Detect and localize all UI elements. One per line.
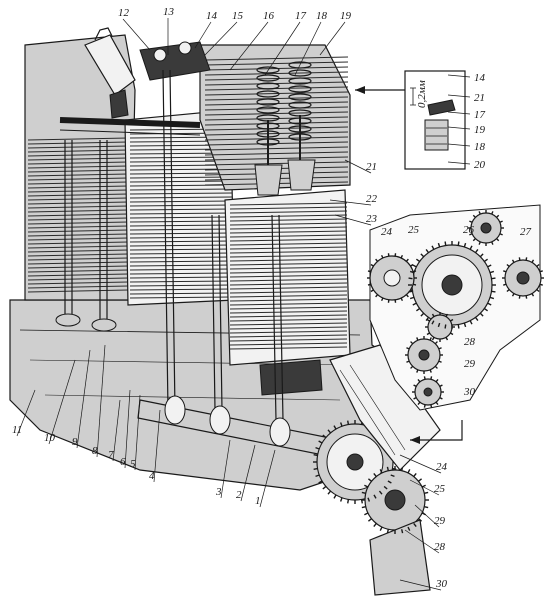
part-label-25: 25 xyxy=(434,483,446,495)
part-label-14: 14 xyxy=(206,10,218,22)
part-label-6: 6 xyxy=(120,456,126,468)
inset-top-label-18: 18 xyxy=(474,141,486,153)
inset-gear-label-29: 29 xyxy=(464,358,476,370)
part-label-15: 15 xyxy=(232,10,244,22)
part-label-22: 22 xyxy=(366,193,378,205)
part-label-5: 5 xyxy=(130,458,136,470)
inset-top-label-17: 17 xyxy=(474,109,486,121)
part-label-8: 8 xyxy=(92,445,98,457)
part-label-12: 12 xyxy=(118,7,130,19)
inset-arrow xyxy=(355,86,405,94)
inset-top-label-20: 20 xyxy=(474,159,486,171)
inset-top-label-19: 19 xyxy=(474,124,486,136)
part-label-24: 24 xyxy=(436,461,448,473)
part-label-4: 4 xyxy=(149,470,155,482)
part-label-17: 17 xyxy=(295,10,307,22)
part-label-9: 9 xyxy=(72,436,78,448)
part-label-19: 19 xyxy=(340,10,352,22)
inset-gear-label-28: 28 xyxy=(464,336,476,348)
part-label-7: 7 xyxy=(108,449,114,461)
leader-19 xyxy=(320,22,345,55)
leader-14 xyxy=(195,22,211,48)
part-label-28: 28 xyxy=(434,541,446,553)
inset-gear-label-24: 24 xyxy=(381,226,393,238)
part-label-23: 23 xyxy=(366,213,378,225)
inset-gear-label-27: 27 xyxy=(520,226,532,238)
inset-gear-label-25: 25 xyxy=(408,224,420,236)
part-label-29: 29 xyxy=(434,515,446,527)
part-label-2: 2 xyxy=(236,489,242,501)
clearance-label: 0,2мм xyxy=(416,80,428,108)
inset-gear-label-30: 30 xyxy=(463,386,476,398)
part-label-21: 21 xyxy=(366,161,377,173)
inset-top-label-14: 14 xyxy=(474,72,486,84)
part-label-10: 10 xyxy=(44,432,56,444)
part-label-1: 1 xyxy=(255,495,261,507)
part-label-13: 13 xyxy=(163,6,175,18)
inset-top-label-21: 21 xyxy=(474,92,485,104)
part-label-30: 30 xyxy=(435,578,448,590)
part-label-16: 16 xyxy=(263,10,275,22)
inset-valve-clearance: 0,2мм xyxy=(405,71,465,169)
part-label-11: 11 xyxy=(12,424,22,436)
part-label-18: 18 xyxy=(316,10,328,22)
part-label-3: 3 xyxy=(215,486,222,498)
inset-gear-label-26: 26 xyxy=(463,224,475,236)
